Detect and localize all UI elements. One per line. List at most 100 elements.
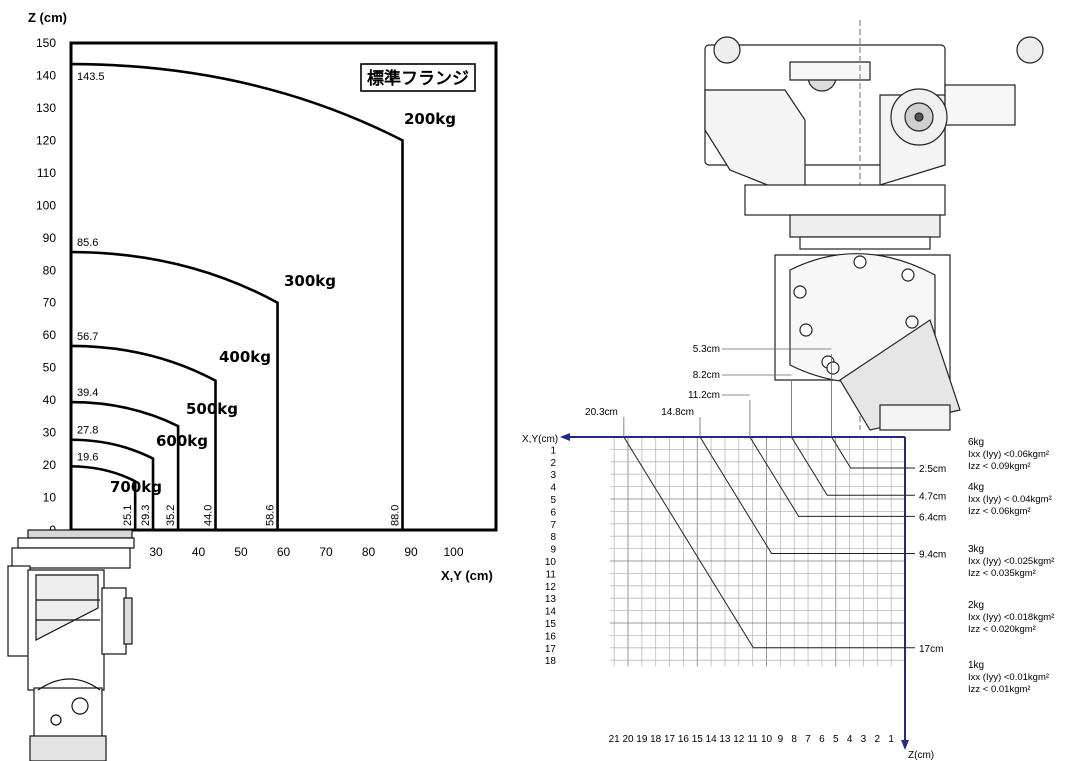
load-chart-value-labels: 143.588.0200kg85.658.6300kg56.744.0400kg… — [77, 71, 456, 526]
x-tick-label: 40 — [192, 545, 206, 559]
wrist-chart-grid — [609, 436, 906, 667]
x-end-label: 88.0 — [390, 505, 402, 526]
depth-label: 4.7cm — [919, 491, 946, 502]
z-tick-label: 6 — [550, 507, 556, 518]
y-tick-label: 110 — [37, 166, 56, 180]
y-tick-label: 30 — [43, 426, 57, 440]
load-izz: Izz < 0.09kgm² — [968, 461, 1031, 472]
flange-label-box — [360, 63, 476, 92]
load-ixx: Ixx (Iyy) < 0.04kgm² — [968, 494, 1052, 505]
load-curve — [699, 436, 915, 555]
z-tick-label: 5 — [550, 495, 556, 506]
y-tick-label: 40 — [43, 393, 57, 407]
z-tick-label: 9 — [550, 545, 556, 556]
z-tick-label: 3 — [550, 470, 556, 481]
depth-label: 9.4cm — [919, 550, 946, 561]
y-tick-label: 90 — [43, 231, 57, 245]
xy-tick-label: 19 — [636, 734, 648, 745]
z-tick-label: 14 — [545, 607, 557, 618]
load-izz: Izz < 0.035kgm² — [968, 568, 1036, 579]
load-curve — [749, 436, 915, 517]
xy-tick-label: 18 — [650, 734, 662, 745]
load-chart-frame — [69, 41, 498, 532]
load-ixx: Ixx (Iyy) <0.025kgm² — [968, 556, 1054, 567]
series-name: 500kg — [186, 400, 238, 418]
depth-label: 2.5cm — [919, 464, 946, 475]
xy-tick-label: 1 — [888, 734, 894, 745]
xy-tick-label: 14 — [706, 734, 718, 745]
load-curve — [831, 436, 915, 469]
z-top-label: 143.5 — [77, 71, 105, 83]
z-axis-title: Z (cm) — [28, 10, 67, 25]
depth-label: 17cm — [919, 644, 943, 655]
series-name: 300kg — [284, 272, 336, 290]
load-mass: 3kg — [968, 544, 984, 555]
z-tick-label: 10 — [545, 557, 557, 568]
x-end-label: 35.2 — [165, 505, 177, 526]
series-name: 600kg — [156, 432, 208, 450]
load-mass: 2kg — [968, 600, 984, 611]
load-izz: Izz < 0.020kgm² — [968, 624, 1036, 635]
z-tick-label: 17 — [545, 644, 557, 655]
z-tick-label: 7 — [550, 520, 556, 531]
x-end-label: 25.1 — [122, 505, 134, 526]
load-curve — [623, 436, 915, 649]
y-tick-label: 140 — [36, 68, 56, 82]
xy-tick-label: 11 — [747, 734, 758, 745]
envelope-curve — [70, 62, 404, 530]
wrist-chart-leaders: 5.3cm 8.2cm 11.2cm 14.8cm 20.3cm — [585, 344, 915, 649]
z-tick-label: 11 — [546, 569, 557, 580]
offset-label: 8.2cm — [693, 370, 720, 381]
series-name: 700kg — [110, 478, 162, 496]
x-tick-label: 70 — [319, 545, 333, 559]
xy-tick-label: 15 — [692, 734, 704, 745]
xy-tick-label: 17 — [664, 734, 676, 745]
y-tick-label: 80 — [43, 263, 57, 277]
xy-tick-label: 13 — [719, 734, 731, 745]
xy-tick-label: 9 — [778, 734, 784, 745]
wrist-x-axis-title: X,Y(cm) — [522, 434, 558, 445]
y-tick-label: 50 — [43, 361, 57, 375]
xy-tick-label: 20 — [622, 734, 634, 745]
envelope-curve — [70, 250, 279, 530]
x-tick-label: 100 — [443, 545, 463, 559]
y-tick-label: 60 — [43, 328, 57, 342]
xy-tick-label: 21 — [609, 734, 621, 745]
x-tick-label: 50 — [234, 545, 248, 559]
y-tick-label: 120 — [36, 133, 56, 147]
depth-label: 6.4cm — [919, 512, 946, 523]
y-tick-label: 70 — [43, 296, 57, 310]
x-end-label: 58.6 — [265, 505, 277, 526]
z-tick-label: 4 — [550, 483, 556, 494]
load-ixx: Ixx (Iyy) <0.01kgm² — [968, 672, 1049, 683]
load-chart-curves — [70, 62, 404, 530]
y-tick-label: 150 — [36, 36, 56, 50]
xy-tick-label: 4 — [847, 734, 853, 745]
wrist-z-axis-title: Z(cm) — [908, 750, 934, 761]
load-izz: Izz < 0.06kgm² — [968, 506, 1031, 517]
series-name: 400kg — [219, 348, 271, 366]
z-tick-label: 12 — [545, 582, 557, 593]
load-mass: 6kg — [968, 437, 984, 448]
load-mass: 4kg — [968, 482, 984, 493]
robot-wrist-side-illustration — [7, 529, 135, 761]
xy-tick-label: 5 — [833, 734, 839, 745]
z-tick-label: 13 — [545, 594, 557, 605]
z-tick-label: 16 — [545, 631, 557, 642]
y-tick-label: 20 — [43, 458, 57, 472]
offset-label: 11.2cm — [688, 390, 720, 401]
wrist-chart-axes — [560, 433, 909, 750]
z-tick-label: 2 — [550, 458, 556, 469]
offset-label: 14.8cm — [661, 407, 694, 418]
offset-label: 5.3cm — [693, 344, 720, 355]
offset-label: 20.3cm — [585, 407, 618, 418]
x-tick-label: 30 — [149, 545, 163, 559]
z-tick-label: 15 — [545, 619, 557, 630]
load-ixx: Ixx (Iyy) <0.018kgm² — [968, 612, 1054, 623]
z-top-label: 19.6 — [77, 451, 98, 463]
